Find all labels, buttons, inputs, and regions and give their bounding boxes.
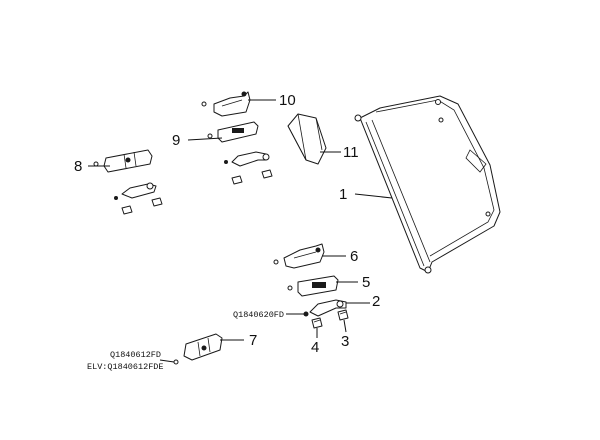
part-10-bracket	[201, 91, 251, 117]
callout-1: 1	[339, 186, 347, 203]
callout-4: 4	[311, 339, 319, 356]
part-2-grab-handle	[303, 299, 347, 317]
part-8-hinge	[93, 149, 153, 173]
part-code-screw-hinge-elv: ELV:Q1840612FDE	[87, 362, 164, 372]
part-3-cap	[337, 309, 349, 321]
part-1-storage-panel	[354, 95, 501, 274]
callout-11: 11	[343, 144, 359, 161]
left-grab-handle	[114, 182, 163, 215]
callout-5: 5	[362, 274, 370, 291]
callout-3: 3	[341, 333, 349, 350]
part-7-hinge	[173, 333, 223, 365]
part-code-screw-handle: Q1840620FD	[233, 310, 284, 320]
part-5-hinge-plate	[287, 275, 339, 297]
part-9-hinge-plate	[207, 121, 259, 143]
leader-1	[354, 193, 393, 199]
callout-2: 2	[372, 293, 380, 310]
callout-9: 9	[172, 132, 180, 149]
part-6-bracket	[273, 243, 325, 269]
callout-10: 10	[279, 92, 296, 109]
part-11-box	[287, 113, 327, 165]
callout-8: 8	[74, 158, 82, 175]
leader-9	[187, 137, 223, 141]
part-4-cap	[311, 317, 323, 329]
part-code-screw-hinge: Q1840612FD	[110, 350, 161, 360]
upper-grab-handle	[224, 151, 273, 185]
leader-3	[343, 319, 347, 333]
callout-7: 7	[249, 332, 257, 349]
leader-screw-hinge	[159, 359, 175, 363]
callout-6: 6	[350, 248, 358, 265]
